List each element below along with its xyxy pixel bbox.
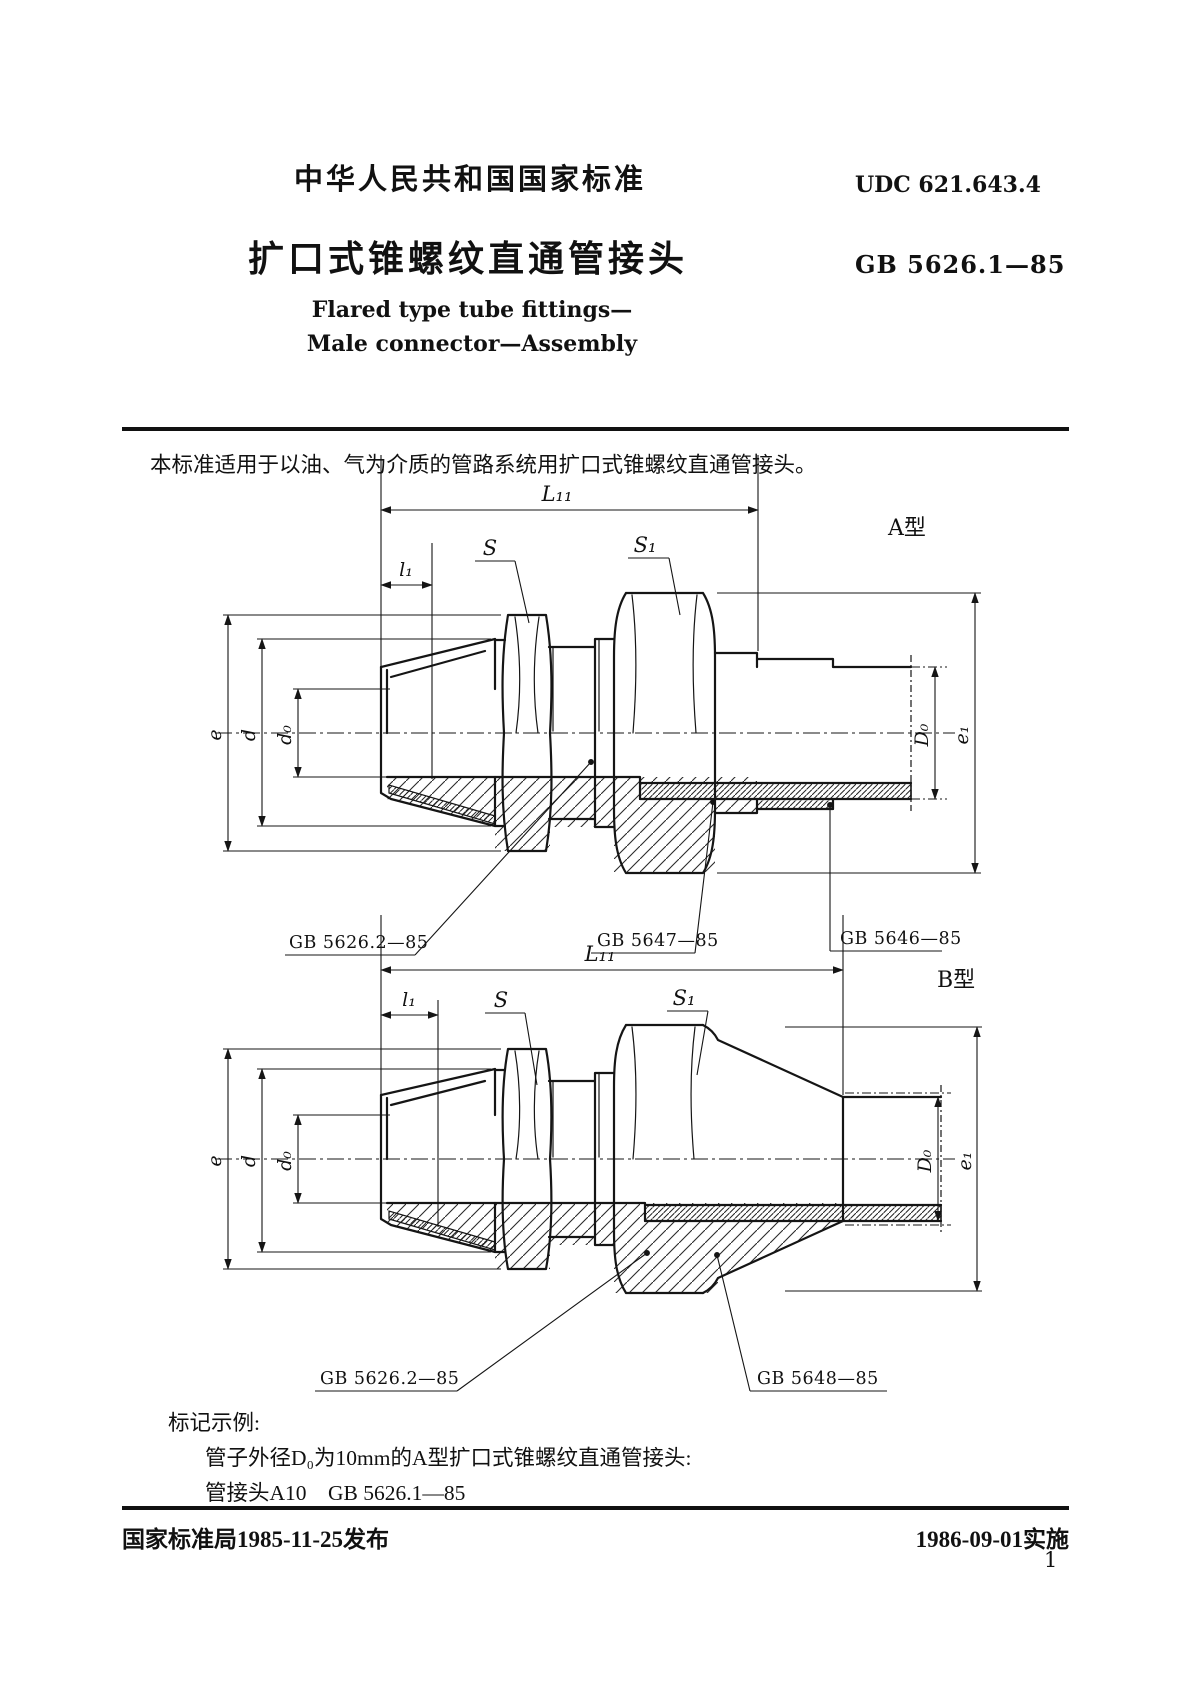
figure-b-part-leaders <box>315 1250 887 1392</box>
footer-issued-date: 国家标准局1985-11-25发布 <box>122 1527 390 1552</box>
figure-a-body-outline <box>379 591 913 735</box>
footer-implemented-date: 1986-09-01实施 <box>915 1527 1069 1552</box>
udc-number: UDC 621.643.4 <box>855 172 1041 198</box>
marking-example-line2: 管接头A10 GB 5626.1—85 <box>205 1481 466 1505</box>
part-label-body: GB 5648—85 <box>757 1369 879 1389</box>
national-standard-title: 中华人民共和国国家标准 <box>293 164 647 196</box>
document-title-en-line1: Flared type tube fittings— <box>311 297 633 323</box>
part-label-body: GB 5647—85 <box>597 931 719 951</box>
document-title-zh: 扩口式锥螺纹直通管接头 <box>247 239 689 279</box>
footer-rule <box>122 1506 1069 1510</box>
bore-white-band <box>381 733 757 777</box>
dim-label-S1: S₁ <box>634 533 657 557</box>
dim-label-d: d <box>238 1155 260 1167</box>
figure-a-type-a-drawing: L₁₁ l₁ S S₁ e d d₀ D₀ e₁ A型 GB 5626.2—85… <box>204 455 981 956</box>
dim-label-d0: d₀ <box>274 1151 296 1171</box>
figure-b-dimensions <box>223 915 982 1292</box>
part-label-flare-nut: GB 5626.2—85 <box>289 933 428 953</box>
figure-b-type-b-drawing: L₁₁ l₁ S S₁ e d d₀ D₀ e₁ B型 GB 5626.2—85… <box>204 915 982 1392</box>
dim-label-S1: S₁ <box>673 986 696 1010</box>
figure-a-section-outline <box>379 731 913 875</box>
dim-label-L11: L₁₁ <box>541 482 573 506</box>
part-label-sleeve: GB 5646—85 <box>840 929 962 949</box>
figure-a-type-label: A型 <box>887 516 926 541</box>
dim-label-L11: L₁₁ <box>584 942 616 966</box>
dim-label-D0: D₀ <box>914 1149 936 1173</box>
sleeve-section <box>756 798 834 810</box>
part-label-flare-nut: GB 5626.2—85 <box>320 1369 459 1389</box>
figure-a-dimensions <box>223 455 981 874</box>
dim-label-e: e <box>204 729 226 740</box>
tube-wall-section <box>644 1204 942 1222</box>
figure-a-part-leaders <box>285 759 942 956</box>
figure-b-section-outline <box>379 1157 943 1295</box>
dim-label-S: S <box>494 988 508 1012</box>
dim-label-e1: e₁ <box>954 1152 976 1171</box>
document-title-en-line2: Male connector—Assembly <box>306 331 638 357</box>
dim-label-d: d <box>238 729 260 741</box>
standard-code: GB 5626.1—85 <box>855 250 1066 279</box>
dim-label-l1: l₁ <box>402 989 416 1011</box>
scope-paragraph: 本标准适用于以油、气为介质的管路系统用扩口式锥螺纹直通管接头。 <box>150 453 817 477</box>
header-rule <box>122 427 1069 431</box>
figure-b-body-outline <box>379 1023 943 1161</box>
dim-label-e: e <box>204 1155 226 1166</box>
dim-label-l1: l₁ <box>399 559 413 581</box>
dim-label-d0: d₀ <box>274 725 296 745</box>
tube-wall-section <box>639 782 912 800</box>
dim-label-D0: D₀ <box>911 723 933 747</box>
dim-label-e1: e₁ <box>951 726 973 745</box>
bore-white-band <box>381 1159 843 1203</box>
dim-label-S: S <box>483 536 497 560</box>
figure-b-type-label: B型 <box>937 968 975 993</box>
page-number: 1 <box>1044 1548 1058 1572</box>
marking-example-heading: 标记示例: <box>168 1411 260 1435</box>
marking-example-line1: 管子外径D₀为10mm的A型扩口式锥螺纹直通管接头: <box>205 1446 692 1470</box>
